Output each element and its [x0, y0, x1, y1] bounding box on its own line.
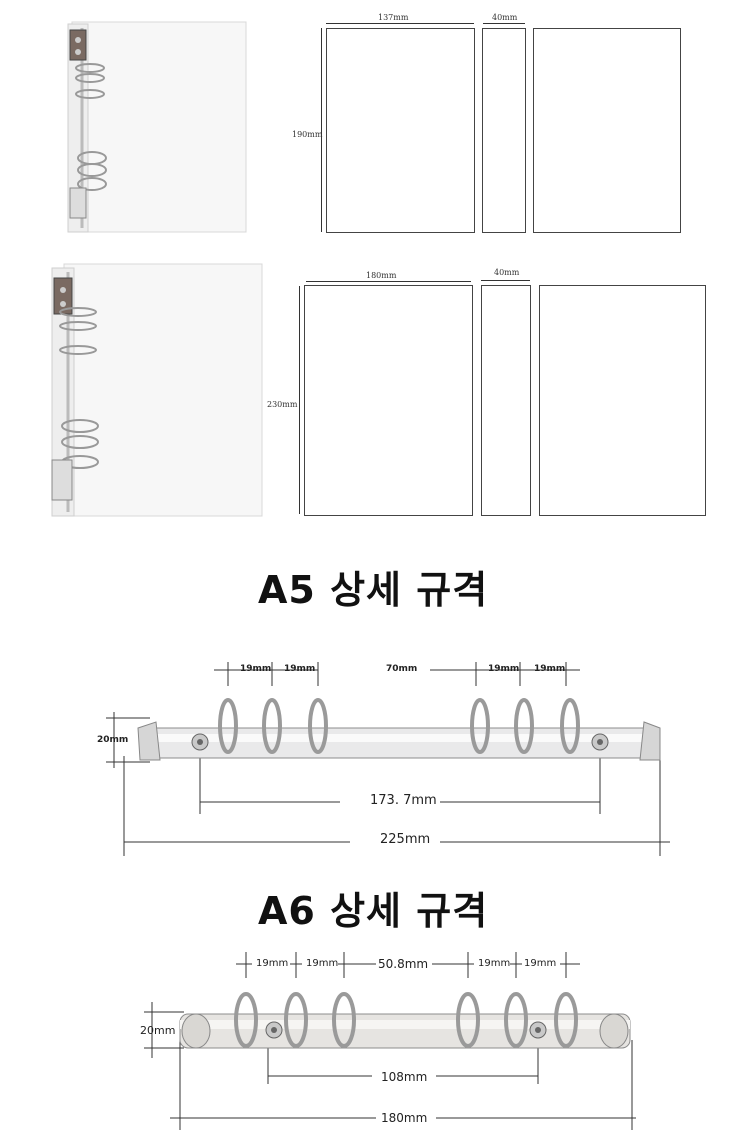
a6-ring-gap-4-label: 19mm — [524, 958, 557, 969]
a5-width-dimension-line — [326, 23, 474, 24]
a5-back-panel — [533, 28, 681, 233]
a5-ring-middle-label: 70mm — [386, 664, 418, 674]
a5-spec-heading: A5 상세 규격 — [258, 568, 489, 612]
clear-binder-illustration — [67, 21, 247, 233]
a5-binder-photo — [60, 18, 250, 238]
ring-mechanism-drawing — [106, 662, 670, 856]
a4-spine-label: 40mm — [494, 268, 520, 277]
a5-width-label: 137mm — [378, 13, 409, 22]
a5-ring-gap-2-label: 19mm — [284, 664, 316, 674]
a5-spine-dimension-line — [483, 23, 525, 24]
a5-height-dimension-line — [321, 28, 322, 232]
a5-spine-label: 40mm — [492, 13, 518, 22]
a5-ring-gap-3-label: 19mm — [488, 664, 520, 674]
a6-ring-hole-span-label: 108mm — [381, 1070, 428, 1084]
a5-ring-gap-4-label: 19mm — [534, 664, 566, 674]
a4-spine-dimension-line — [481, 280, 530, 281]
a6-ring-height-label: 20mm — [140, 1024, 176, 1037]
a4-spine-panel — [481, 285, 531, 516]
a5-ring-gap-1-label: 19mm — [240, 664, 272, 674]
a4-height-label: 230mm — [267, 400, 298, 409]
a6-spec-heading: A6 상세 규격 — [258, 889, 489, 933]
a4-width-dimension-line — [306, 281, 471, 282]
a4-width-label: 180mm — [366, 271, 397, 280]
a6-ring-middle-label: 50.8mm — [378, 957, 429, 971]
ring-mechanism-drawing — [144, 952, 636, 1130]
a6-ring-gap-1-label: 19mm — [256, 958, 289, 969]
a6-ring-total-length-label: 180mm — [381, 1111, 428, 1125]
a5-height-label: 190mm — [292, 130, 323, 139]
a5-front-panel — [326, 28, 475, 233]
a4-height-dimension-line — [299, 286, 300, 514]
a4-front-panel — [304, 285, 473, 516]
a4-binder-photo — [48, 262, 266, 520]
a5-ring-height-label: 20mm — [97, 735, 129, 745]
a5-ring-total-length-label: 225mm — [380, 832, 431, 847]
a6-ring-mechanism — [140, 950, 640, 1140]
clear-binder-illustration — [51, 263, 263, 517]
a6-ring-gap-2-label: 19mm — [306, 958, 339, 969]
a4-back-panel — [539, 285, 706, 516]
a5-ring-mechanism — [100, 656, 680, 866]
a5-spine-panel — [482, 28, 526, 233]
a5-ring-hole-span-label: 173. 7mm — [370, 793, 437, 808]
a6-ring-gap-3-label: 19mm — [478, 958, 511, 969]
